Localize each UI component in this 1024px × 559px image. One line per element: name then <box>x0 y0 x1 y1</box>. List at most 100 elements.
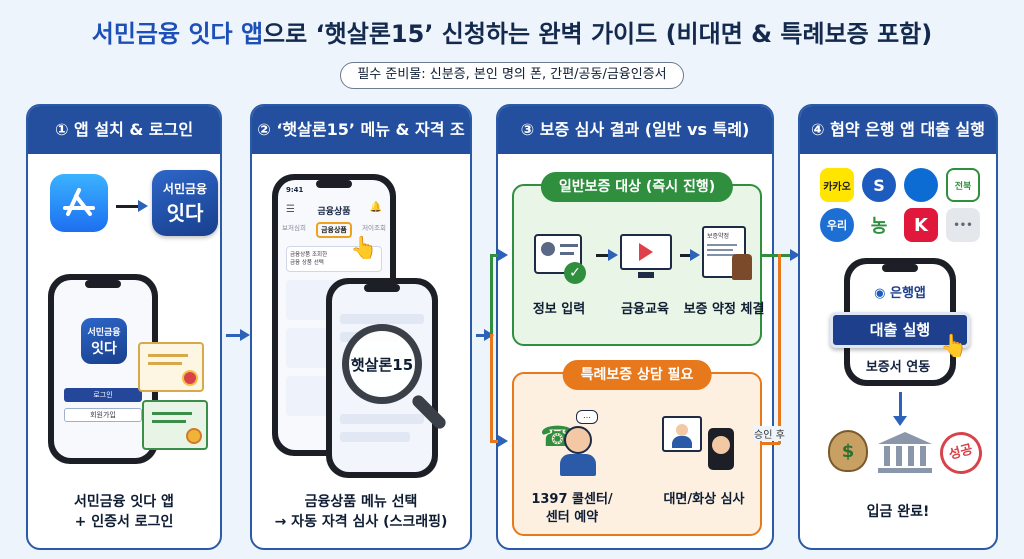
special-guarantee-title: 특례보증 상담 필요 <box>562 360 712 390</box>
guarantee-document-icon: 보증약정 <box>702 226 746 278</box>
login-button[interactable]: 로그인 <box>64 388 142 402</box>
check-icon: ✓ <box>564 262 586 284</box>
screen-line1: 금융상품 조회한 <box>290 252 328 258</box>
skeleton-line <box>340 414 424 424</box>
step1-caption-line2: + 인증서 로그인 <box>74 514 174 530</box>
title-rest: 으로 ‘햇살론15’ 신청하는 완벽 가이드 (비대면 & 특례보증 포함) <box>263 20 933 48</box>
logo-line1: 서민금융 <box>87 327 121 338</box>
after-approval-label: 승인 후 <box>754 426 785 441</box>
special-guarantee-box: 특례보증 상담 필요 ☎ … 1397 콜센터/ 센터 예약 대면/화상 심사 <box>512 360 762 536</box>
doc-label: 보증약정 <box>707 233 730 240</box>
bank-app-name: 은행앱 <box>889 286 926 301</box>
hand-pointer-icon: 👆 <box>350 236 378 261</box>
logo-line2: 잇다 <box>91 340 117 357</box>
general-guarantee-title: 일반보증 대상 (즉시 진행) <box>540 172 734 202</box>
kb-bank-icon[interactable] <box>904 168 938 202</box>
connector-orange-out <box>762 442 780 445</box>
special-item-1b: 센터 예약 <box>545 510 599 525</box>
step3-title: ③ 보증 심사 결과 (일반 vs 특례) <box>498 106 772 154</box>
phone-notch <box>316 180 352 188</box>
monitor-stand <box>638 272 654 278</box>
step1-phone-screen: 서민금융 잇다 로그인 회원가입 <box>54 280 152 458</box>
phone-notch <box>85 280 121 288</box>
step3-panel: ③ 보증 심사 결과 (일반 vs 특례) 일반보증 대상 (즉시 진행) ✓ … <box>496 104 774 550</box>
itda-app-icon[interactable]: 서민금융 잇다 <box>152 170 218 236</box>
arrow-step1-to-step2 <box>226 329 250 341</box>
nh-bank-icon[interactable]: 농 <box>862 208 896 242</box>
step1-panel: ① 앱 설치 & 로그인 서민금융 잇다 서민금융 잇다 로그인 회원가입 서민… <box>26 104 222 550</box>
step1-phone: 서민금융 잇다 로그인 회원가입 <box>48 274 158 464</box>
general-item-2: 금융교육 <box>621 302 669 317</box>
loan-execute-button[interactable]: 대출 실행 <box>830 312 970 348</box>
prep-items-box: 필수 준비물: 신분증, 본인 명의 폰, 간편/공동/금융인증서 <box>340 62 684 89</box>
down-arrow-head <box>893 416 907 426</box>
screen-line2: 금융 상품 선택 <box>290 260 324 266</box>
skeleton-line <box>340 432 410 442</box>
hand-pointer-icon: 👆 <box>940 334 968 359</box>
bank-app-title: ◉ 은행앱 <box>874 286 926 301</box>
general-item-3: 보증 약정 체결 <box>683 302 765 317</box>
step1-caption: 서민금융 잇다 앱 + 인증서 로그인 <box>28 492 220 532</box>
step1-caption-line1: 서민금융 잇다 앱 <box>74 494 174 510</box>
install-arrow <box>116 200 148 212</box>
video-lesson-icon <box>620 234 672 270</box>
bell-icon[interactable]: 🔔 <box>369 202 382 213</box>
success-stamp: 성공 <box>935 427 987 479</box>
phone-notch <box>882 264 918 272</box>
video-consult-icon <box>662 416 742 472</box>
step4-title: ④ 협약 은행 앱 대출 실행 <box>800 106 996 154</box>
menu-icon[interactable]: ☰ <box>286 204 295 215</box>
step2-caption: 금융상품 메뉴 선택 → 자동 자격 심사 (스크래핑) <box>252 492 470 532</box>
connector-orange-in <box>490 435 508 447</box>
tab-0[interactable]: 보저심희 <box>282 224 306 232</box>
signup-button[interactable]: 회원가입 <box>64 408 142 422</box>
step4-panel: ④ 협약 은행 앱 대출 실행 카카오 S 전북 우리 농 K ••• ◉ 은행… <box>798 104 998 550</box>
general-arrow-1 <box>596 249 618 261</box>
step2-panel: ② ‘햇살론15’ 메뉴 & 자격 조회 9:41 ☰ 금융상품 🔔 보저심희 … <box>250 104 472 550</box>
more-banks-icon[interactable]: ••• <box>946 208 980 242</box>
magnifier-icon: 햇살론15 <box>342 324 422 404</box>
linked-guarantee-label: 보증서 연동 <box>865 360 931 375</box>
shinhan-bank-icon[interactable]: S <box>862 168 896 202</box>
tab-financial-products[interactable]: 금융상품 <box>316 222 352 238</box>
status-time: 9:41 <box>286 186 304 194</box>
title-highlight: 서민금융 잇다 앱 <box>91 20 264 48</box>
step1-title: ① 앱 설치 & 로그인 <box>28 106 220 154</box>
certificate-icon-gold <box>138 342 204 392</box>
general-item-1: 정보 입력 <box>532 302 586 317</box>
call-center-icon: ☎ … <box>540 410 598 476</box>
itda-app-name-line2: 잇다 <box>166 201 204 225</box>
special-item-1: 1397 콜센터/ <box>531 492 613 507</box>
app-store-icon <box>50 174 108 232</box>
general-arrow-2 <box>680 249 700 261</box>
general-guarantee-box: 일반보증 대상 (즉시 진행) ✓ 보증약정 정보 입력 금융교육 보증 약정 … <box>512 172 764 346</box>
connector-green-vertical <box>490 254 493 334</box>
stamp-icon <box>732 254 752 280</box>
tab-row: 보저심희 금융상품 저이조회 <box>282 222 386 238</box>
connector-green-in <box>490 249 508 261</box>
step2-caption-line1: 금융상품 메뉴 선택 <box>304 494 418 510</box>
certificate-icon-green <box>142 400 208 450</box>
tab-2[interactable]: 저이조회 <box>362 224 386 232</box>
connector-orange-vertical <box>490 334 493 442</box>
connector-orange-up <box>778 254 781 444</box>
search-term: 햇살론15 <box>350 355 414 374</box>
jeonbuk-bank-icon[interactable]: 전북 <box>946 168 980 202</box>
itda-logo: 서민금융 잇다 <box>81 318 127 364</box>
kbank-icon[interactable]: K <box>904 208 938 242</box>
skeleton-line <box>340 314 424 324</box>
step2-title: ② ‘햇살론15’ 메뉴 & 자격 조회 <box>252 106 470 187</box>
step4-caption: 입금 완료! <box>866 504 930 520</box>
special-item-2: 대면/화상 심사 <box>663 492 745 507</box>
product-card[interactable]: 금융상품 조회한 금융 상품 선택 <box>286 246 382 272</box>
step2-caption-line2: → 자동 자격 심사 (스크래핑) <box>274 514 448 530</box>
phone-notch <box>364 284 400 292</box>
woori-bank-icon[interactable]: 우리 <box>820 208 854 242</box>
down-arrow-line <box>899 392 902 418</box>
menu-title: 금융상품 <box>317 207 351 217</box>
arrow-step2-out <box>476 329 494 341</box>
money-bag-icon: $ <box>828 430 868 472</box>
kakao-bank-icon[interactable]: 카카오 <box>820 168 854 202</box>
bank-building-icon <box>878 432 932 474</box>
itda-app-name-line1: 서민금융 <box>162 182 208 196</box>
